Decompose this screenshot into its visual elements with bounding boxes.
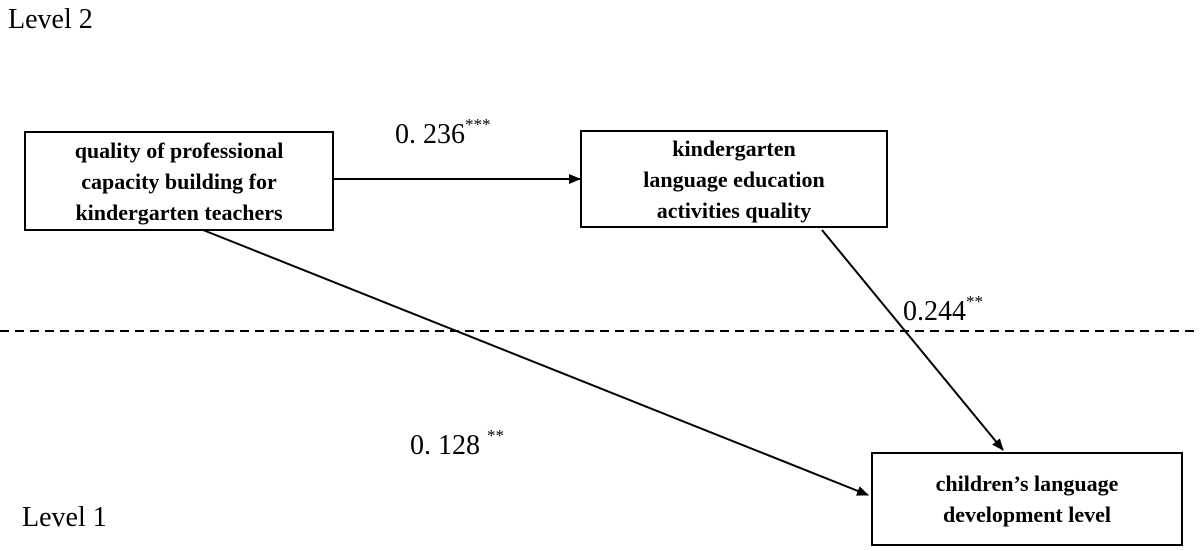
node-line: quality of professional: [74, 137, 284, 163]
coef-significance: **: [487, 426, 504, 445]
node-line: activities quality: [656, 197, 812, 223]
coef-significance: **: [966, 292, 983, 311]
node-child-language: children’s language development level: [871, 452, 1183, 546]
node-line: kindergarten: [672, 135, 796, 161]
coef-teacher-to-child: 0. 128 **: [396, 404, 504, 460]
node-teacher-capacity: quality of professional capacity buildin…: [24, 131, 334, 231]
node-line: capacity building for: [81, 168, 277, 194]
node-line: children’s language: [935, 471, 1119, 496]
level-1-label: Level 1: [22, 502, 107, 533]
coef-value: 0.244: [903, 296, 966, 327]
coef-significance: ***: [465, 115, 491, 134]
level-2-label: Level 2: [8, 4, 93, 35]
coef-activities-to-child: 0.244**: [903, 293, 983, 327]
arrow-activities-to-child: [821, 229, 1004, 451]
coef-value: 0. 128: [410, 430, 487, 461]
arrow-teacher-to-child: [197, 227, 869, 496]
node-line: language education: [643, 166, 825, 192]
node-line: kindergarten teachers: [75, 199, 283, 225]
node-language-activities: kindergarten language education activiti…: [580, 130, 888, 228]
coef-value: 0. 236: [395, 119, 465, 150]
coef-teacher-to-activities: 0. 236***: [395, 116, 491, 150]
node-line: development level: [942, 502, 1112, 527]
